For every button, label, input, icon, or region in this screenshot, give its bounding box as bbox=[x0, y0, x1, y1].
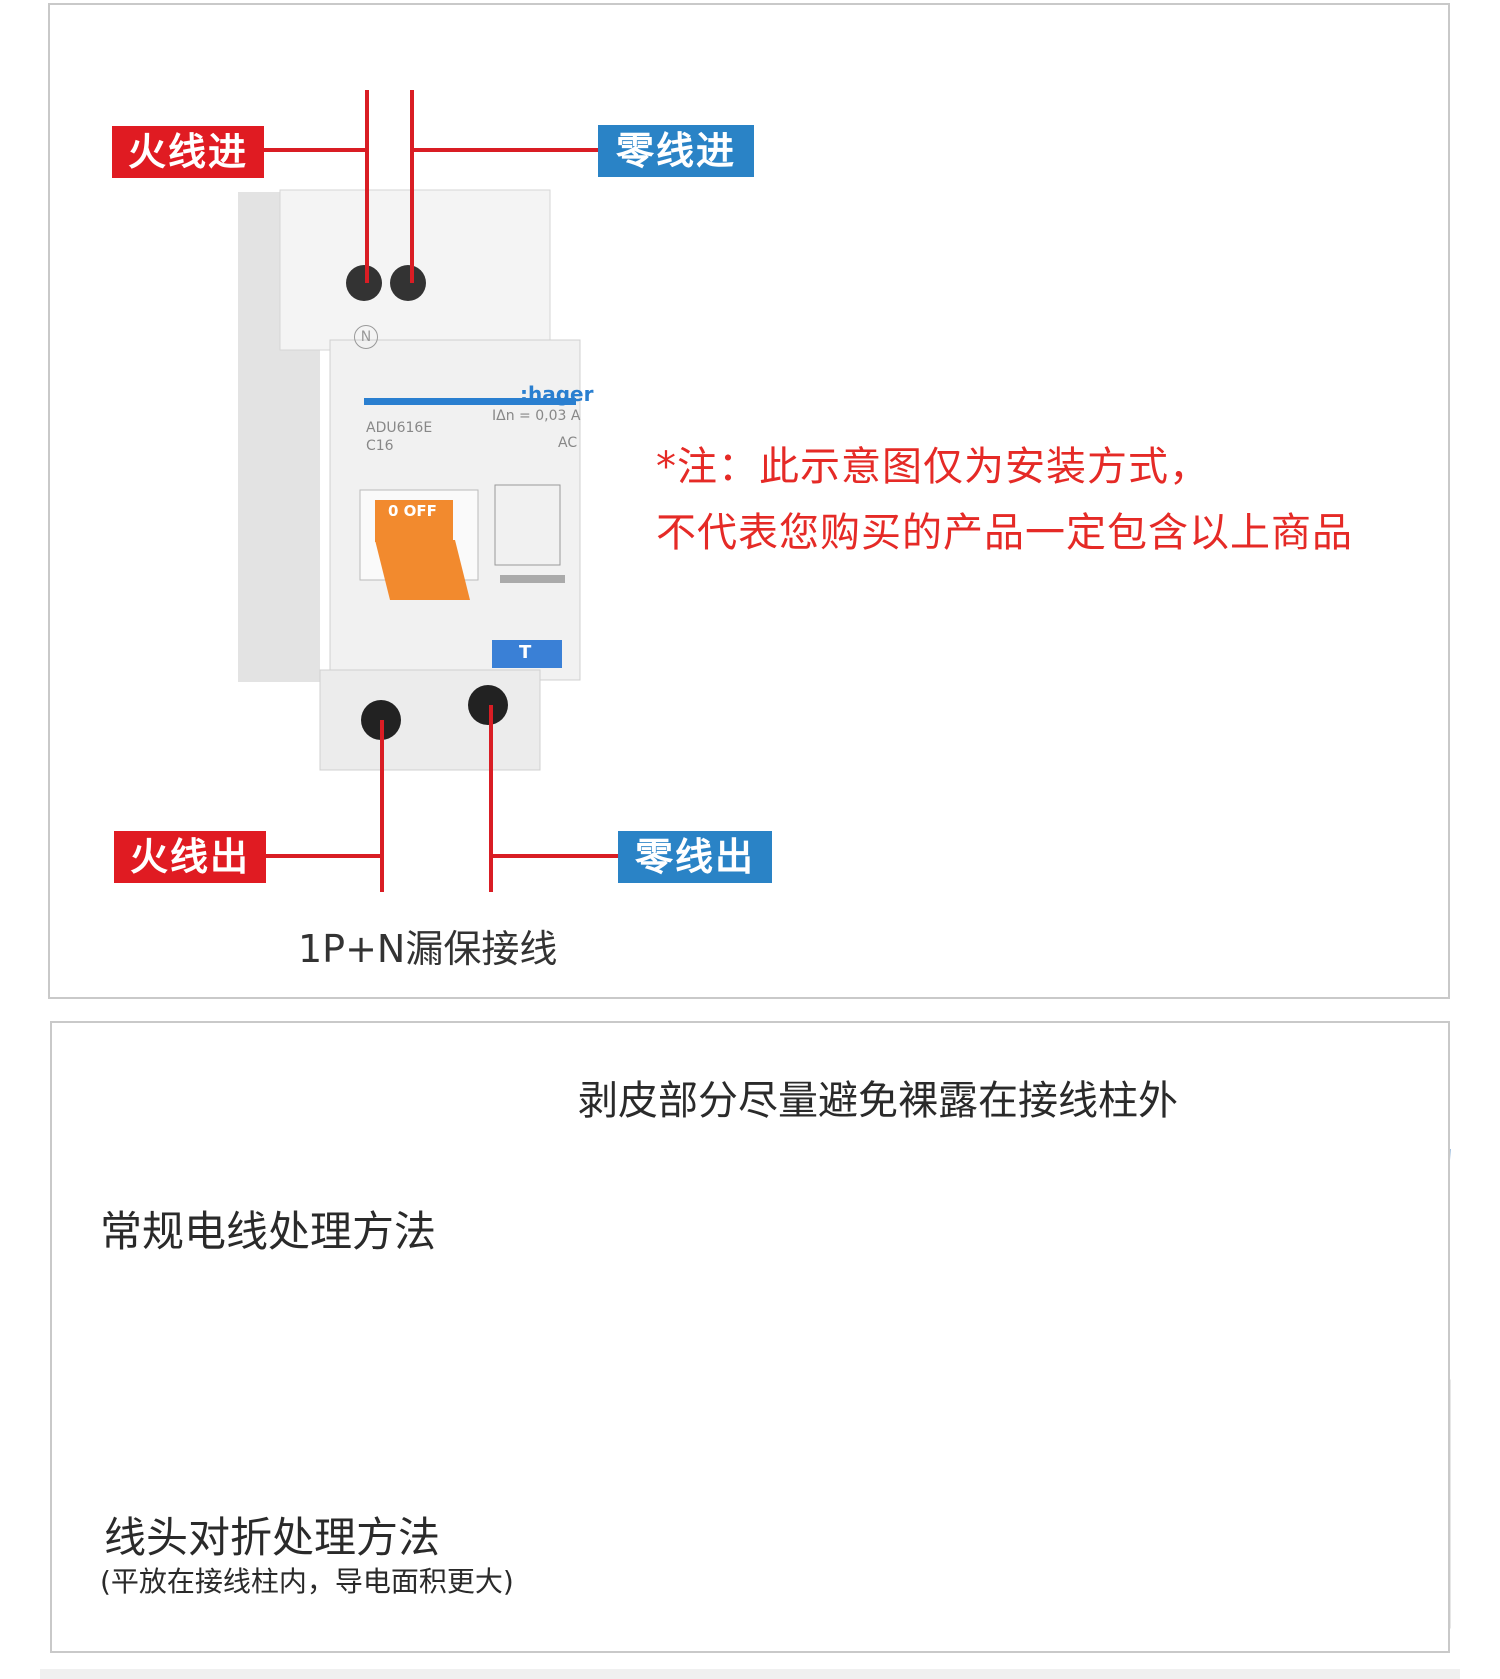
test-button bbox=[492, 640, 562, 668]
model-label: ADU616E bbox=[366, 420, 433, 436]
bottom-divider bbox=[40, 1669, 1460, 1679]
screw-top-left bbox=[346, 265, 382, 301]
brand-label: :hager bbox=[520, 382, 594, 406]
switch-label: 0 OFF bbox=[388, 502, 437, 520]
live-in-label: 火线进 bbox=[112, 126, 264, 178]
bottom-title: 剥皮部分尽量避免裸露在接线柱外 bbox=[578, 1078, 1178, 1124]
diagram-caption: 1P+N漏保接线 bbox=[298, 927, 558, 971]
leader-lines bbox=[262, 90, 618, 892]
wire-handling-panel bbox=[50, 1021, 1450, 1653]
neutral-out-label: 零线出 bbox=[618, 831, 772, 883]
fold-method-label: 线头对折处理方法 bbox=[104, 1513, 441, 1562]
breaker-device bbox=[238, 189, 581, 771]
test-label: T bbox=[519, 642, 532, 663]
n-mark: N bbox=[354, 325, 378, 349]
sensitivity-label: IΔn = 0,03 A bbox=[492, 408, 581, 424]
neutral-in-label: 零线进 bbox=[598, 125, 754, 177]
live-out-label: 火线出 bbox=[114, 831, 266, 883]
screw-top-right bbox=[390, 265, 426, 301]
fold-method-note: (平放在接线柱内，导电面积更大) bbox=[100, 1565, 514, 1598]
disclaimer-line2: 不代表您购买的产品一定包含以上商品 bbox=[656, 510, 1353, 556]
switch-lever bbox=[375, 540, 470, 600]
normal-method-label: 常规电线处理方法 bbox=[100, 1207, 437, 1256]
type-label: AC bbox=[558, 435, 578, 451]
disclaimer-line1: *注：此示意图仅为安装方式， bbox=[656, 444, 1210, 490]
screw-bottom-right bbox=[468, 685, 508, 725]
rating-label: C16 bbox=[366, 438, 394, 454]
